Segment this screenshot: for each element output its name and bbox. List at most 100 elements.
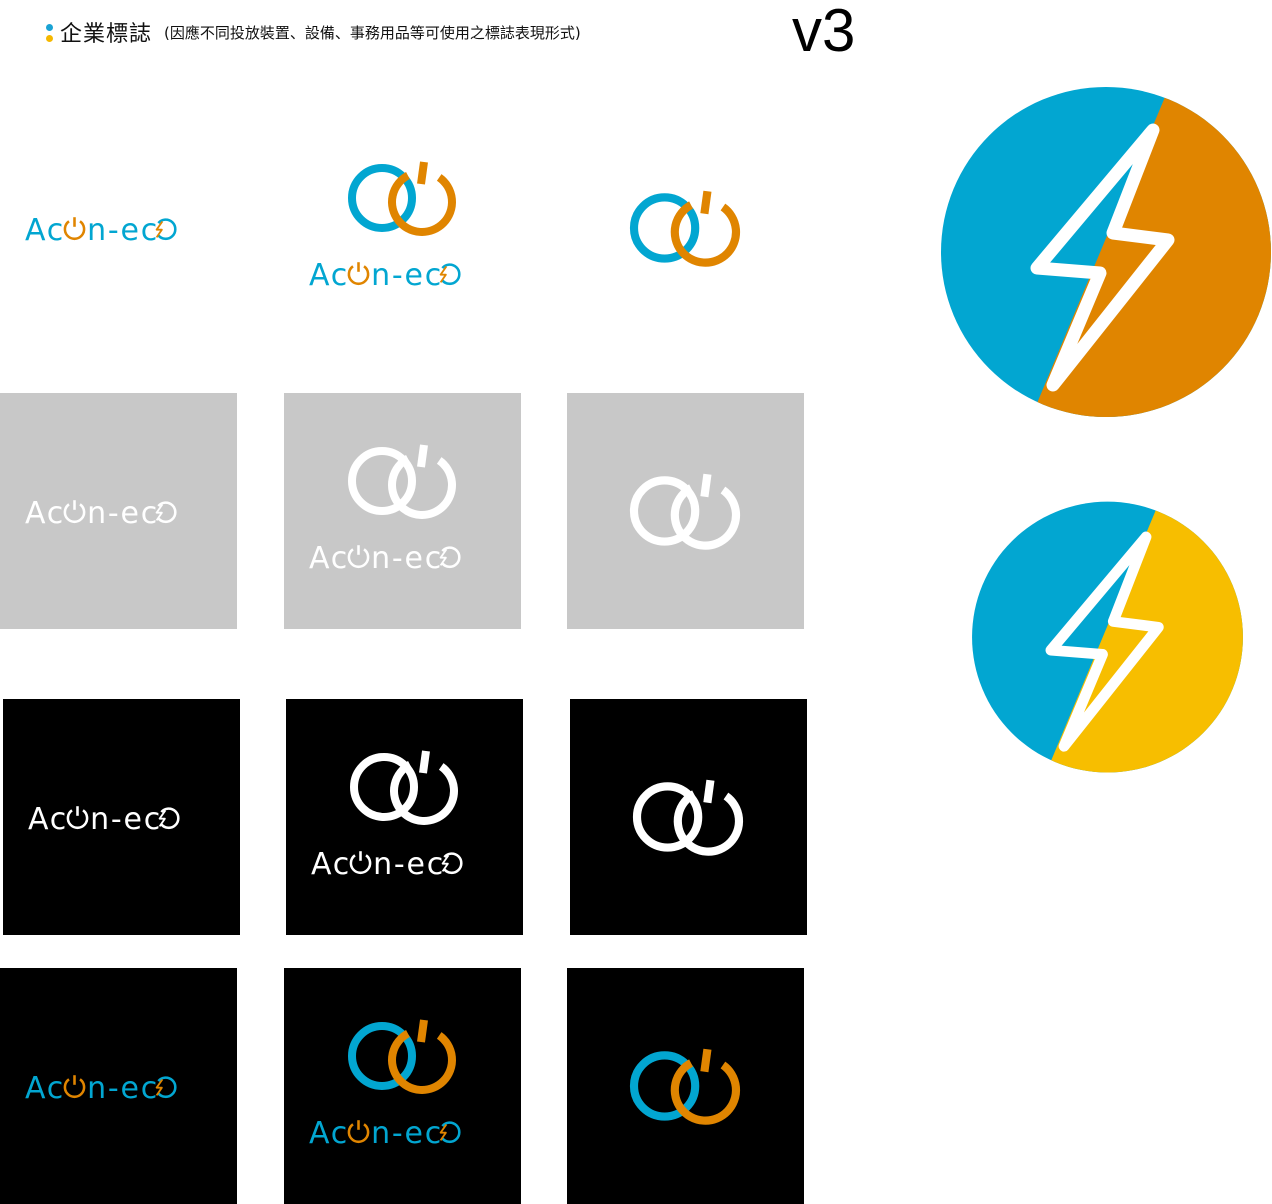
- wordmark-text-prefix: Ac: [309, 541, 349, 576]
- badge-graphic: [941, 87, 1271, 417]
- symbol-mark: [348, 161, 456, 236]
- wordmark: Ac n-ec: [309, 1116, 461, 1151]
- logo-stacked-logo: Ac n-ec: [309, 161, 461, 293]
- left-ring-icon: [632, 782, 703, 852]
- bolt-letter-ring-icon: [441, 263, 461, 286]
- page-header: 企業標誌 (因應不同投放裝置、設備、事務用品等可使用之標誌表現形式): [46, 12, 581, 52]
- wordmark-text-prefix: Ac: [28, 802, 68, 837]
- power-letter-icon: [347, 1123, 370, 1143]
- wordmark: Ac n-ec: [309, 541, 461, 576]
- power-ring-icon: [388, 1029, 456, 1094]
- power-tick-icon: [700, 190, 712, 215]
- wordmark: Ac n-ec: [311, 847, 463, 882]
- bolt-letter-icon: [155, 504, 164, 521]
- bolt-letter-ring-icon: [443, 852, 463, 875]
- version-label: v3: [792, 0, 856, 64]
- symbol-mark: [629, 1048, 741, 1125]
- section-title: 企業標誌: [60, 22, 153, 47]
- power-tick-icon: [417, 444, 428, 468]
- logo-stacked-logo: Ac n-ec: [309, 1019, 461, 1151]
- logo-horizontal-wordmark: Ac n-ec: [25, 1071, 177, 1106]
- wordmark: Ac n-ec: [309, 258, 461, 293]
- wordmark-text-middle: n-ec: [371, 541, 443, 576]
- power-tick-icon: [700, 473, 712, 498]
- bolt-letter-icon: [441, 855, 450, 872]
- bolt-letter-ring-icon: [157, 501, 177, 524]
- bolt-letter-ring-icon: [441, 546, 461, 569]
- power-tick-icon: [419, 750, 430, 774]
- symbol-mark: [348, 444, 456, 519]
- wordmark-text-prefix: Ac: [311, 847, 351, 882]
- badge-blue-yellow: [970, 500, 1245, 775]
- left-ring-icon: [629, 193, 700, 263]
- wordmark-text-prefix: Ac: [25, 1071, 65, 1106]
- section-subtitle: (因應不同投放裝置、設備、事務用品等可使用之標誌表現形式): [164, 23, 581, 42]
- left-ring-icon: [348, 1022, 416, 1090]
- wordmark-text-middle: n-ec: [87, 496, 159, 531]
- power-ring-icon: [670, 201, 741, 267]
- power-ring-icon: [670, 1059, 741, 1125]
- logo-stacked-logo: Ac n-ec: [311, 750, 463, 882]
- tile-color-on-black-symbol-only: [567, 968, 804, 1204]
- power-letter-icon: [63, 503, 86, 523]
- left-ring-icon: [350, 753, 418, 821]
- lightning-bolt-icon: [1030, 123, 1175, 392]
- wordmark-text-middle: n-ec: [87, 1071, 159, 1106]
- symbol-mark: [629, 190, 741, 267]
- tile-white-on-gray-horizontal-wordmark: Ac n-ec: [0, 393, 237, 629]
- wordmark-text-middle: n-ec: [373, 847, 445, 882]
- bullet-dot-blue: [46, 24, 53, 31]
- power-letter-icon: [63, 220, 86, 240]
- wordmark-text-middle: n-ec: [371, 1116, 443, 1151]
- bolt-letter-ring-icon: [157, 1076, 177, 1099]
- lightning-bolt-icon: [1045, 531, 1164, 752]
- badge-graphic: [972, 501, 1243, 773]
- tile-white-on-black-stacked-logo: Ac n-ec: [286, 699, 523, 935]
- bullet-icon: [46, 19, 54, 45]
- bolt-letter-icon: [439, 266, 448, 283]
- symbol-mark: [350, 750, 458, 825]
- bolt-letter-ring-icon: [441, 1121, 461, 1144]
- bolt-letter-icon: [439, 549, 448, 566]
- logo-stacked-logo: Ac n-ec: [309, 444, 461, 576]
- power-letter-icon: [347, 265, 370, 285]
- bullet-dot-yellow: [46, 35, 53, 42]
- bolt-letter-ring-icon: [157, 218, 177, 241]
- power-letter-icon: [66, 809, 89, 829]
- symbol-mark: [348, 1019, 456, 1094]
- bolt-letter-icon: [158, 810, 167, 827]
- wordmark-text-prefix: Ac: [309, 1116, 349, 1151]
- left-ring-icon: [348, 164, 416, 232]
- wordmark-text-middle: n-ec: [371, 258, 443, 293]
- wordmark-text-middle: n-ec: [87, 213, 159, 248]
- logo-symbol-only: [629, 473, 741, 550]
- wordmark: Ac n-ec: [25, 496, 177, 531]
- bolt-letter-icon: [439, 1124, 448, 1141]
- power-ring-icon: [390, 760, 458, 825]
- tile-color-on-black-horizontal-wordmark: Ac n-ec: [0, 968, 237, 1204]
- tile-color-on-white-symbol-only: [567, 150, 804, 300]
- power-ring-icon: [673, 790, 744, 856]
- badge-blue-orange: [940, 85, 1272, 420]
- power-ring-icon: [388, 454, 456, 519]
- wordmark-text-prefix: Ac: [25, 496, 65, 531]
- left-ring-icon: [348, 447, 416, 515]
- power-tick-icon: [417, 161, 428, 185]
- power-ring-icon: [388, 171, 456, 236]
- bolt-letter-icon: [155, 221, 164, 238]
- bolt-letter-icon: [155, 1079, 164, 1096]
- logo-symbol-only: [629, 1048, 741, 1125]
- tile-color-on-white-stacked-logo: Ac n-ec: [284, 150, 521, 300]
- wordmark-text-prefix: Ac: [309, 258, 349, 293]
- left-ring-icon: [629, 476, 700, 546]
- left-ring-icon: [629, 1051, 700, 1121]
- power-letter-icon: [349, 854, 372, 874]
- power-letter-icon: [63, 1078, 86, 1098]
- tile-white-on-gray-symbol-only: [567, 393, 804, 629]
